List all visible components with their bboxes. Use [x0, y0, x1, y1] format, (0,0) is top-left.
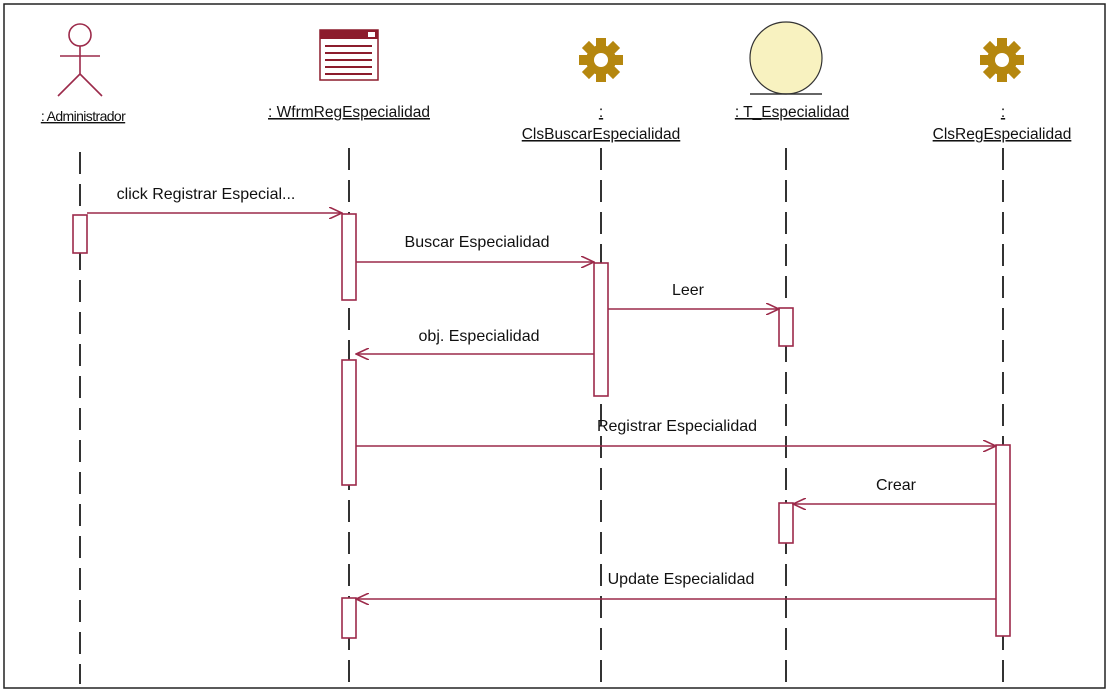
lifeline-label-clsregespecialidad: ClsRegEspecialidad [933, 126, 1072, 143]
activation-bar [341, 597, 357, 639]
lifeline-prefix-clsregespecialidad: : [1001, 104, 1005, 121]
gear-icon [980, 38, 1024, 82]
actor-icon [57, 23, 103, 97]
form-icon [319, 29, 379, 81]
message-label: Buscar Especialidad [405, 234, 550, 251]
lifeline-prefix-clsbuscarespecialidad: : [599, 104, 603, 121]
lifeline-label-administrador: : Administrador [41, 108, 126, 124]
activation-bar [72, 214, 88, 254]
message-label: Crear [876, 477, 917, 494]
message-label: click Registrar Especial... [117, 186, 296, 203]
message-label: Leer [672, 282, 705, 299]
diagram-frame [3, 3, 1106, 689]
activation-bar [778, 307, 794, 347]
message-label: Registrar Especialidad [597, 418, 757, 435]
activation-bar [341, 213, 357, 301]
lifeline-label-wfrmregespecialidad: : WfrmRegEspecialidad [268, 104, 430, 121]
message-label: obj. Especialidad [419, 328, 540, 345]
lifeline-label-t-especialidad: : T_Especialidad [735, 104, 849, 121]
message-label: Update Especialidad [608, 571, 755, 588]
activation-bar [593, 262, 609, 397]
lifeline-label-clsbuscarespecialidad: ClsBuscarEspecialidad [522, 126, 681, 143]
entity-icon [749, 21, 823, 95]
gear-icon [579, 38, 623, 82]
activation-bar [341, 359, 357, 486]
activation-bar [778, 502, 794, 544]
activation-bar [995, 444, 1011, 637]
